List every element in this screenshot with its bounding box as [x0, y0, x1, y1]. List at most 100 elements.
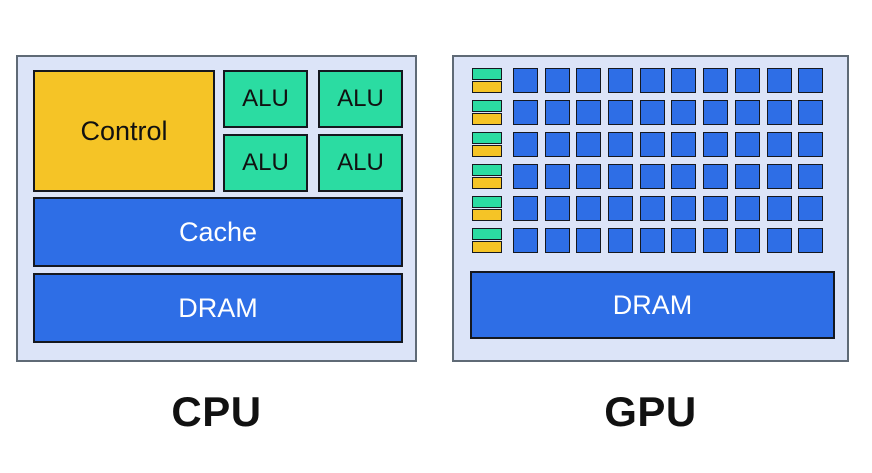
gpu-core-row [472, 68, 830, 93]
gpu-alu-core [576, 164, 602, 189]
gpu-alu-core [703, 68, 729, 93]
gpu-cache-bar [472, 81, 502, 93]
gpu-alu-core [639, 196, 665, 221]
gpu-alu-core [513, 132, 538, 157]
gpu-alu-core [513, 68, 538, 93]
gpu-alu-core [766, 228, 792, 253]
gpu-alu-core [639, 164, 665, 189]
gpu-dram-label: DRAM [612, 289, 693, 320]
gpu-alu-core [703, 100, 729, 125]
gpu-core-row [472, 132, 830, 157]
gpu-alu-core [608, 196, 634, 221]
gpu-alu-core [513, 196, 538, 221]
gpu-alu-core [734, 132, 760, 157]
gpu-alu-core [639, 228, 665, 253]
gpu-control-bar [472, 100, 502, 112]
gpu-alu-core [766, 68, 792, 93]
gpu-alu-core [798, 100, 824, 125]
gpu-control-bar [472, 68, 502, 80]
gpu-alu-core [576, 100, 602, 125]
gpu-control-cache-unit [472, 228, 502, 253]
cpu-alu-block: ALU [318, 70, 403, 128]
gpu-alu-core [671, 164, 697, 189]
gpu-alu-core [513, 100, 538, 125]
gpu-alu-core [703, 132, 729, 157]
gpu-core-row [472, 228, 830, 253]
cpu-alu-block: ALU [223, 70, 308, 128]
gpu-alu-core [576, 196, 602, 221]
gpu-alu-core [513, 228, 538, 253]
gpu-control-cache-unit [472, 196, 502, 221]
cpu-alu-label: ALU [242, 149, 289, 176]
cpu-dram-label: DRAM [178, 292, 258, 323]
gpu-alu-core [734, 228, 760, 253]
gpu-alu-core [703, 196, 729, 221]
cpu-alu-label: ALU [337, 149, 384, 176]
gpu-cache-bar [472, 113, 502, 125]
gpu-alu-core [766, 196, 792, 221]
cpu-alu-label: ALU [337, 85, 384, 112]
cpu-die-panel: Control ALU ALU ALU ALU Cache DRAM [16, 55, 417, 362]
cpu-alu-label: ALU [242, 85, 289, 112]
gpu-alu-core [671, 132, 697, 157]
gpu-alu-core [608, 164, 634, 189]
gpu-alu-core [671, 196, 697, 221]
gpu-cache-bar [472, 209, 502, 221]
gpu-control-cache-unit [472, 132, 502, 157]
gpu-alu-core [544, 196, 570, 221]
gpu-alu-core [608, 68, 634, 93]
gpu-alu-core [639, 100, 665, 125]
gpu-alu-core [513, 164, 538, 189]
gpu-alu-core [544, 164, 570, 189]
cpu-alu-block: ALU [318, 134, 403, 192]
gpu-alu-core [576, 68, 602, 93]
gpu-alu-core [734, 100, 760, 125]
gpu-alu-core [671, 228, 697, 253]
gpu-control-cache-unit [472, 164, 502, 189]
gpu-alu-core [544, 68, 570, 93]
gpu-alu-core [608, 132, 634, 157]
cpu-control-label: Control [80, 115, 168, 146]
gpu-alu-core [734, 164, 760, 189]
gpu-alu-core [544, 100, 570, 125]
gpu-alu-core [608, 228, 634, 253]
gpu-alu-core [703, 228, 729, 253]
gpu-core-row [472, 100, 830, 125]
gpu-alu-core [766, 164, 792, 189]
gpu-alu-core [703, 164, 729, 189]
gpu-control-bar [472, 164, 502, 176]
gpu-alu-core [576, 228, 602, 253]
gpu-alu-core [639, 132, 665, 157]
gpu-cache-bar [472, 177, 502, 189]
gpu-control-bar [472, 196, 502, 208]
gpu-alu-core [766, 100, 792, 125]
gpu-alu-core [608, 100, 634, 125]
gpu-alu-core [734, 196, 760, 221]
gpu-core-row [472, 196, 830, 221]
gpu-die-panel: DRAM [452, 55, 849, 362]
gpu-dram-block: DRAM [470, 271, 835, 339]
gpu-alu-core [576, 132, 602, 157]
cpu-cache-label: Cache [178, 216, 258, 247]
gpu-alu-core [798, 164, 824, 189]
cpu-cache-block: Cache [33, 197, 403, 267]
gpu-control-bar [472, 228, 502, 240]
gpu-alu-core [671, 100, 697, 125]
gpu-alu-core [544, 228, 570, 253]
gpu-control-cache-unit [472, 68, 502, 93]
gpu-core-grid [472, 68, 830, 253]
gpu-alu-core [798, 196, 824, 221]
gpu-cache-bar [472, 145, 502, 157]
gpu-control-cache-unit [472, 100, 502, 125]
gpu-alu-core [798, 68, 824, 93]
gpu-alu-core [734, 68, 760, 93]
gpu-alu-core [798, 132, 824, 157]
cpu-title: CPU [171, 388, 262, 435]
gpu-alu-core [671, 68, 697, 93]
gpu-title: GPU [604, 388, 697, 435]
gpu-cache-bar [472, 241, 502, 253]
gpu-alu-core [639, 68, 665, 93]
cpu-control-block: Control [33, 70, 215, 192]
gpu-core-row [472, 164, 830, 189]
cpu-alu-block: ALU [223, 134, 308, 192]
